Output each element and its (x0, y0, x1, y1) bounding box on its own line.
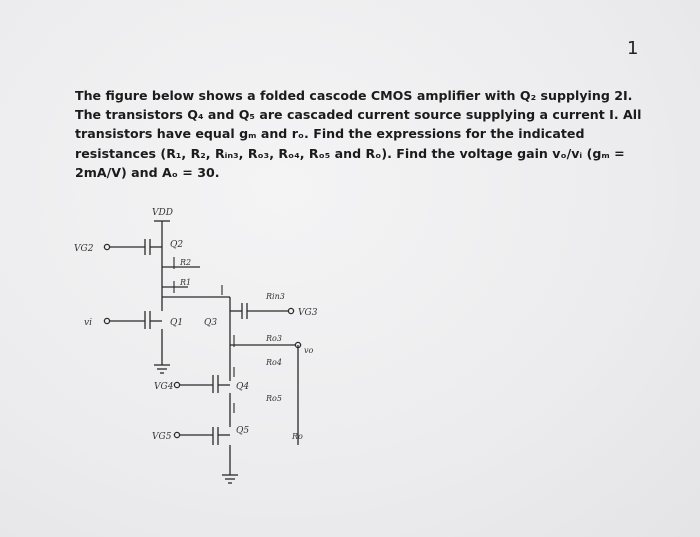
circuit-diagram: VDD VG2 vi Q2 R2 R1 Q1 Q3 Rin3 VG3 Ro3 v… (74, 208, 318, 484)
label-q5: Q5 (236, 426, 249, 436)
label-vg3: VG3 (298, 308, 318, 318)
label-ro4: Ro4 (265, 358, 282, 367)
page-mark: 1 (627, 38, 639, 59)
label-vg5: VG5 (152, 432, 172, 442)
label-q3: Q3 (204, 318, 217, 328)
problem-line: resistances (R₁, R₂, Rᵢₙ₃, Rₒ₃, Rₒ₄, Rₒ₅… (75, 145, 625, 161)
label-q1: Q1 (170, 318, 183, 328)
label-q4: Q4 (236, 382, 249, 392)
problem-line: The figure below shows a folded cascode … (75, 88, 633, 103)
label-ro: Ro (291, 432, 303, 441)
problem-line: transistors have equal gₘ and rₒ. Find t… (75, 126, 585, 142)
label-vdd: VDD (152, 208, 173, 218)
label-ro3: Ro3 (265, 334, 282, 343)
label-r1: R1 (179, 278, 191, 287)
label-rin3: Rin3 (265, 292, 285, 301)
label-vg4: VG4 (154, 382, 174, 392)
problem-statement: The figure below shows a folded cascode … (75, 86, 642, 182)
problem-line: The transistors Q₄ and Q₅ are cascaded c… (75, 107, 642, 123)
label-ro5: Ro5 (265, 394, 282, 403)
label-q2: Q2 (170, 240, 183, 250)
label-r2: R2 (179, 258, 191, 267)
label-vg2: VG2 (74, 244, 94, 254)
label-vi: vi (84, 318, 92, 328)
problem-line: 2mA/V) and Aₒ = 30. (75, 164, 220, 180)
label-vo: vo (304, 346, 314, 355)
